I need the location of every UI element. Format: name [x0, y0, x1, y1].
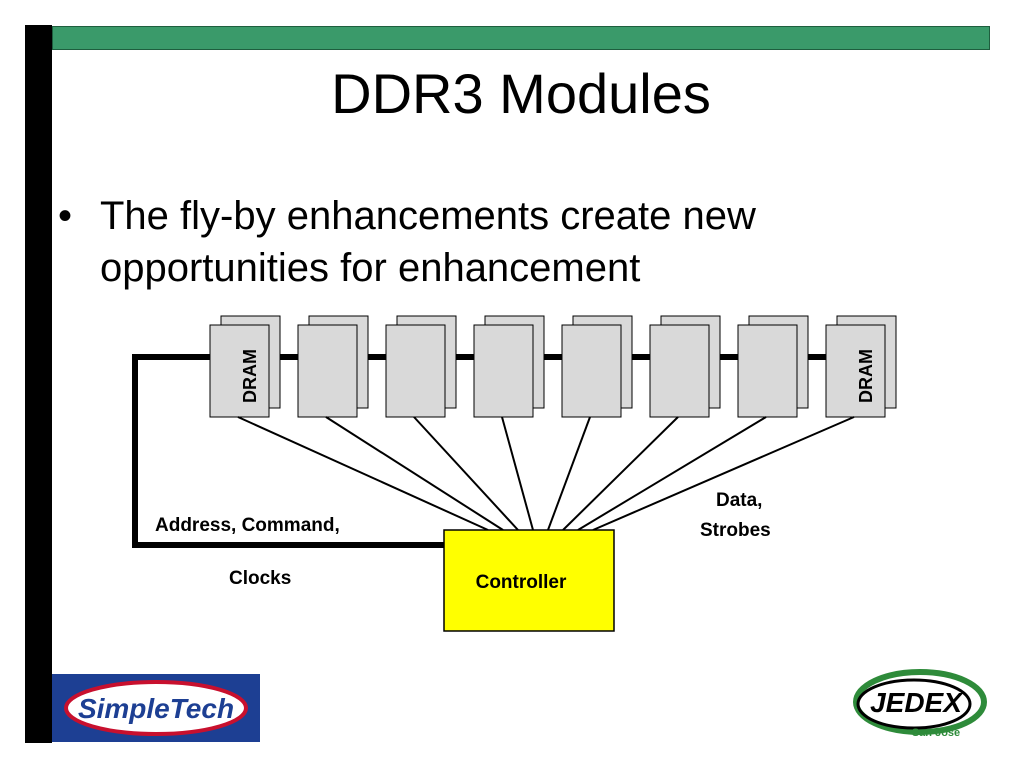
- top-green-bar: [52, 26, 990, 50]
- jedex-wordmark: JEDEX: [870, 687, 964, 718]
- clocks-label: Clocks: [229, 568, 292, 589]
- dram-chip: [385, 324, 446, 418]
- slide-title: DDR3 Modules: [331, 62, 711, 125]
- dram-chip: [825, 324, 886, 418]
- svg-text:SimpleTech: SimpleTech: [78, 693, 234, 724]
- data-strobe-line: [325, 416, 504, 531]
- simpletech-logo: SimpleTech: [52, 674, 260, 742]
- data-strobe-lines: [237, 416, 855, 531]
- data-strobe-line: [501, 416, 534, 531]
- dram-chip: [297, 324, 358, 418]
- jedex-logo: JEDEX San Jose: [850, 666, 990, 742]
- address-command-label: Address, Command,: [155, 515, 340, 536]
- controller-label: Controller: [475, 572, 567, 593]
- simpletech-wordmark: SimpleTech: [78, 693, 234, 724]
- dram-label: DRAM: [240, 349, 260, 403]
- dram-chip: [561, 324, 622, 418]
- dram-chips: DRAM DRAM: [209, 315, 897, 418]
- dram-label: DRAM: [856, 349, 876, 403]
- bullet-item: • The fly-by enhancements create new opp…: [58, 190, 878, 294]
- data-strobe-line: [592, 416, 855, 531]
- data-label: Data,: [716, 490, 763, 511]
- left-black-bar: [25, 25, 52, 743]
- strobes-label: Strobes: [700, 520, 771, 541]
- bullet-dot: •: [58, 194, 73, 238]
- jedex-location: San Jose: [912, 727, 960, 739]
- dram-chip: [209, 324, 270, 418]
- dram-chip: [649, 324, 710, 418]
- controller-box: [443, 529, 615, 632]
- dram-chip: [737, 324, 798, 418]
- data-strobe-line: [413, 416, 519, 531]
- dram-chip: [473, 324, 534, 418]
- data-strobe-line: [577, 416, 767, 531]
- data-strobe-line: [547, 416, 591, 531]
- data-strobe-line: [237, 416, 489, 531]
- bullet-text: The fly-by enhancements create new oppor…: [100, 194, 756, 290]
- data-strobe-line: [562, 416, 679, 531]
